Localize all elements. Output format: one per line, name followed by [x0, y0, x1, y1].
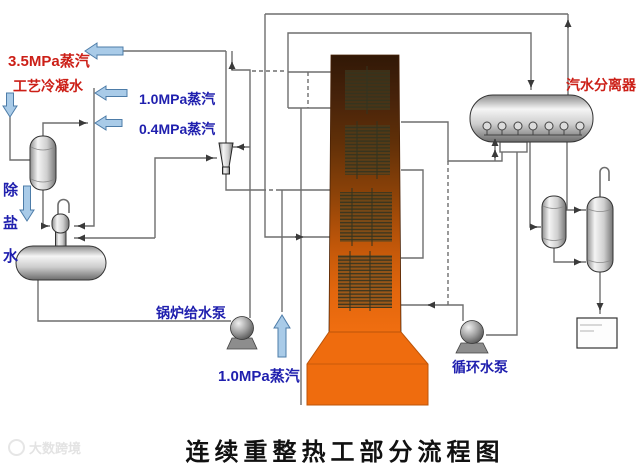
label-steam-3-5mpa: 3.5MPa蒸汽: [8, 53, 90, 70]
pipe-separator-to-v2: [529, 142, 541, 228]
deaerator-drum: [15, 245, 107, 281]
label-process-condensate: 工艺冷凝水: [13, 78, 83, 94]
watermark-text: 大数跨境: [29, 441, 82, 456]
pipe-35mpa-header: [123, 50, 227, 143]
flow-arrows: [41, 19, 604, 311]
coil-bank-3: [340, 188, 392, 246]
watermark-logo-icon: [8, 439, 25, 456]
steam-arrows: [2, 42, 291, 358]
furnace-base: [306, 331, 429, 406]
coil-bank-1: [345, 66, 390, 114]
label-boiler-feed-pump: 锅炉给水泵: [156, 305, 226, 321]
arrow-demin-down: [19, 185, 35, 222]
gooseneck-vent: [599, 166, 610, 197]
pipe-separator-to-v3: [566, 142, 586, 211]
label-steam-0-4mpa: 0.4MPa蒸汽: [139, 121, 216, 137]
diagram-title: 连续重整热工部分流程图: [185, 437, 505, 466]
pipe-restrictor-outlet: [225, 172, 331, 191]
label-demineralized-water: 除盐水: [1, 182, 18, 281]
pipe-circ-discharge: [401, 304, 464, 321]
pipes: [9, 13, 610, 405]
right-vessel-small: [541, 195, 567, 249]
pipe-bfw-discharge: [231, 51, 251, 318]
right-vessel-tall: [586, 196, 614, 273]
pipe-drum-steam-line: [154, 157, 217, 238]
label-steam-water-separator: 汽水分离器: [566, 77, 636, 93]
label-steam-1-0mpa-bottom: 1.0MPa蒸汽: [218, 368, 300, 385]
pipe-drum-to-bfw-pump: [37, 280, 231, 322]
furnace: [306, 54, 429, 406]
pipe-lp-steam-drop: [74, 88, 95, 227]
separator-nozzles: [482, 121, 585, 136]
arrow-10mpa-up: [273, 314, 291, 358]
pipe-circ-suction: [486, 152, 518, 336]
label-circulating-pump: 循环水泵: [452, 359, 508, 375]
arrow-35mpa-left: [84, 42, 124, 60]
coil-bank-4: [338, 251, 392, 311]
condensate-vessel: [29, 135, 57, 191]
label-steam-1-0mpa-mid: 1.0MPa蒸汽: [139, 91, 216, 107]
pipe-condensate-feed: [9, 117, 30, 161]
deaerator-dome: [51, 213, 70, 247]
arrow-04mpa-left: [94, 115, 123, 131]
arrow-10mpa-left: [94, 85, 128, 101]
circulating-pump: [455, 320, 489, 354]
pipe-v2-to-v3: [553, 248, 586, 263]
pipe-furnace-uloop: [401, 169, 424, 259]
boiler-feed-pump: [226, 316, 258, 350]
separator-boot: [499, 141, 528, 153]
arrow-condensate-down: [2, 92, 18, 118]
drain-tank: [576, 317, 618, 349]
pipe-v1-outlet: [42, 190, 50, 227]
steam-water-separator: [469, 94, 594, 143]
dome-hook-vent: [57, 198, 70, 216]
flow-restrictor: [218, 142, 234, 175]
pipe-v1-vent: [42, 122, 88, 136]
pipe-left-riser-to-furnace: [264, 14, 331, 238]
pipe-convection-box-to-separator: [287, 32, 532, 108]
watermark: 大数跨境: [8, 438, 81, 457]
coil-bank-2: [345, 121, 390, 179]
